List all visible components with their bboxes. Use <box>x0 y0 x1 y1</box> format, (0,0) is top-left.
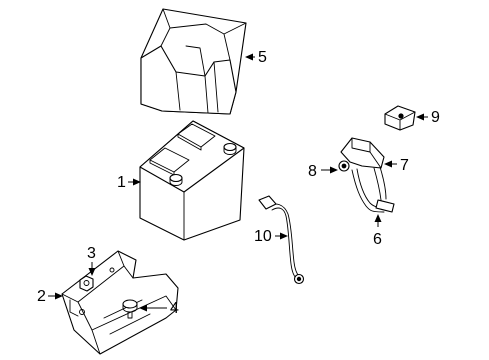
callout-8-label: 8 <box>308 163 317 180</box>
callout-2: 2 <box>37 288 63 305</box>
callout-7-label: 7 <box>400 157 409 174</box>
callout-10-label: 10 <box>254 228 272 245</box>
callout-1-label: 1 <box>117 174 126 191</box>
callout-2-label: 2 <box>37 288 46 305</box>
callout-1: 1 <box>117 174 141 191</box>
callout-6-label: 6 <box>373 231 382 248</box>
callout-4-label: 4 <box>170 300 179 317</box>
terminal-clip-part <box>384 105 416 131</box>
callout-9-label: 9 <box>431 109 440 126</box>
callout-9: 9 <box>416 109 440 126</box>
callout-5-label: 5 <box>258 49 267 66</box>
battery-tray-part <box>61 250 179 355</box>
callout-6: 6 <box>373 214 382 248</box>
negative-cable-part <box>258 195 305 285</box>
callout-3-label: 3 <box>87 245 96 262</box>
battery-cover-part <box>140 8 247 115</box>
callout-4: 4 <box>139 300 179 317</box>
callout-3: 3 <box>87 245 96 276</box>
callout-7: 7 <box>384 157 409 174</box>
hex-nut-part <box>79 275 94 292</box>
battery-part <box>139 120 245 241</box>
positive-cable-part <box>338 137 395 213</box>
callout-10: 10 <box>254 228 288 245</box>
callout-5: 5 <box>245 49 267 66</box>
callout-8: 8 <box>308 163 338 180</box>
bolt-part <box>122 299 138 319</box>
